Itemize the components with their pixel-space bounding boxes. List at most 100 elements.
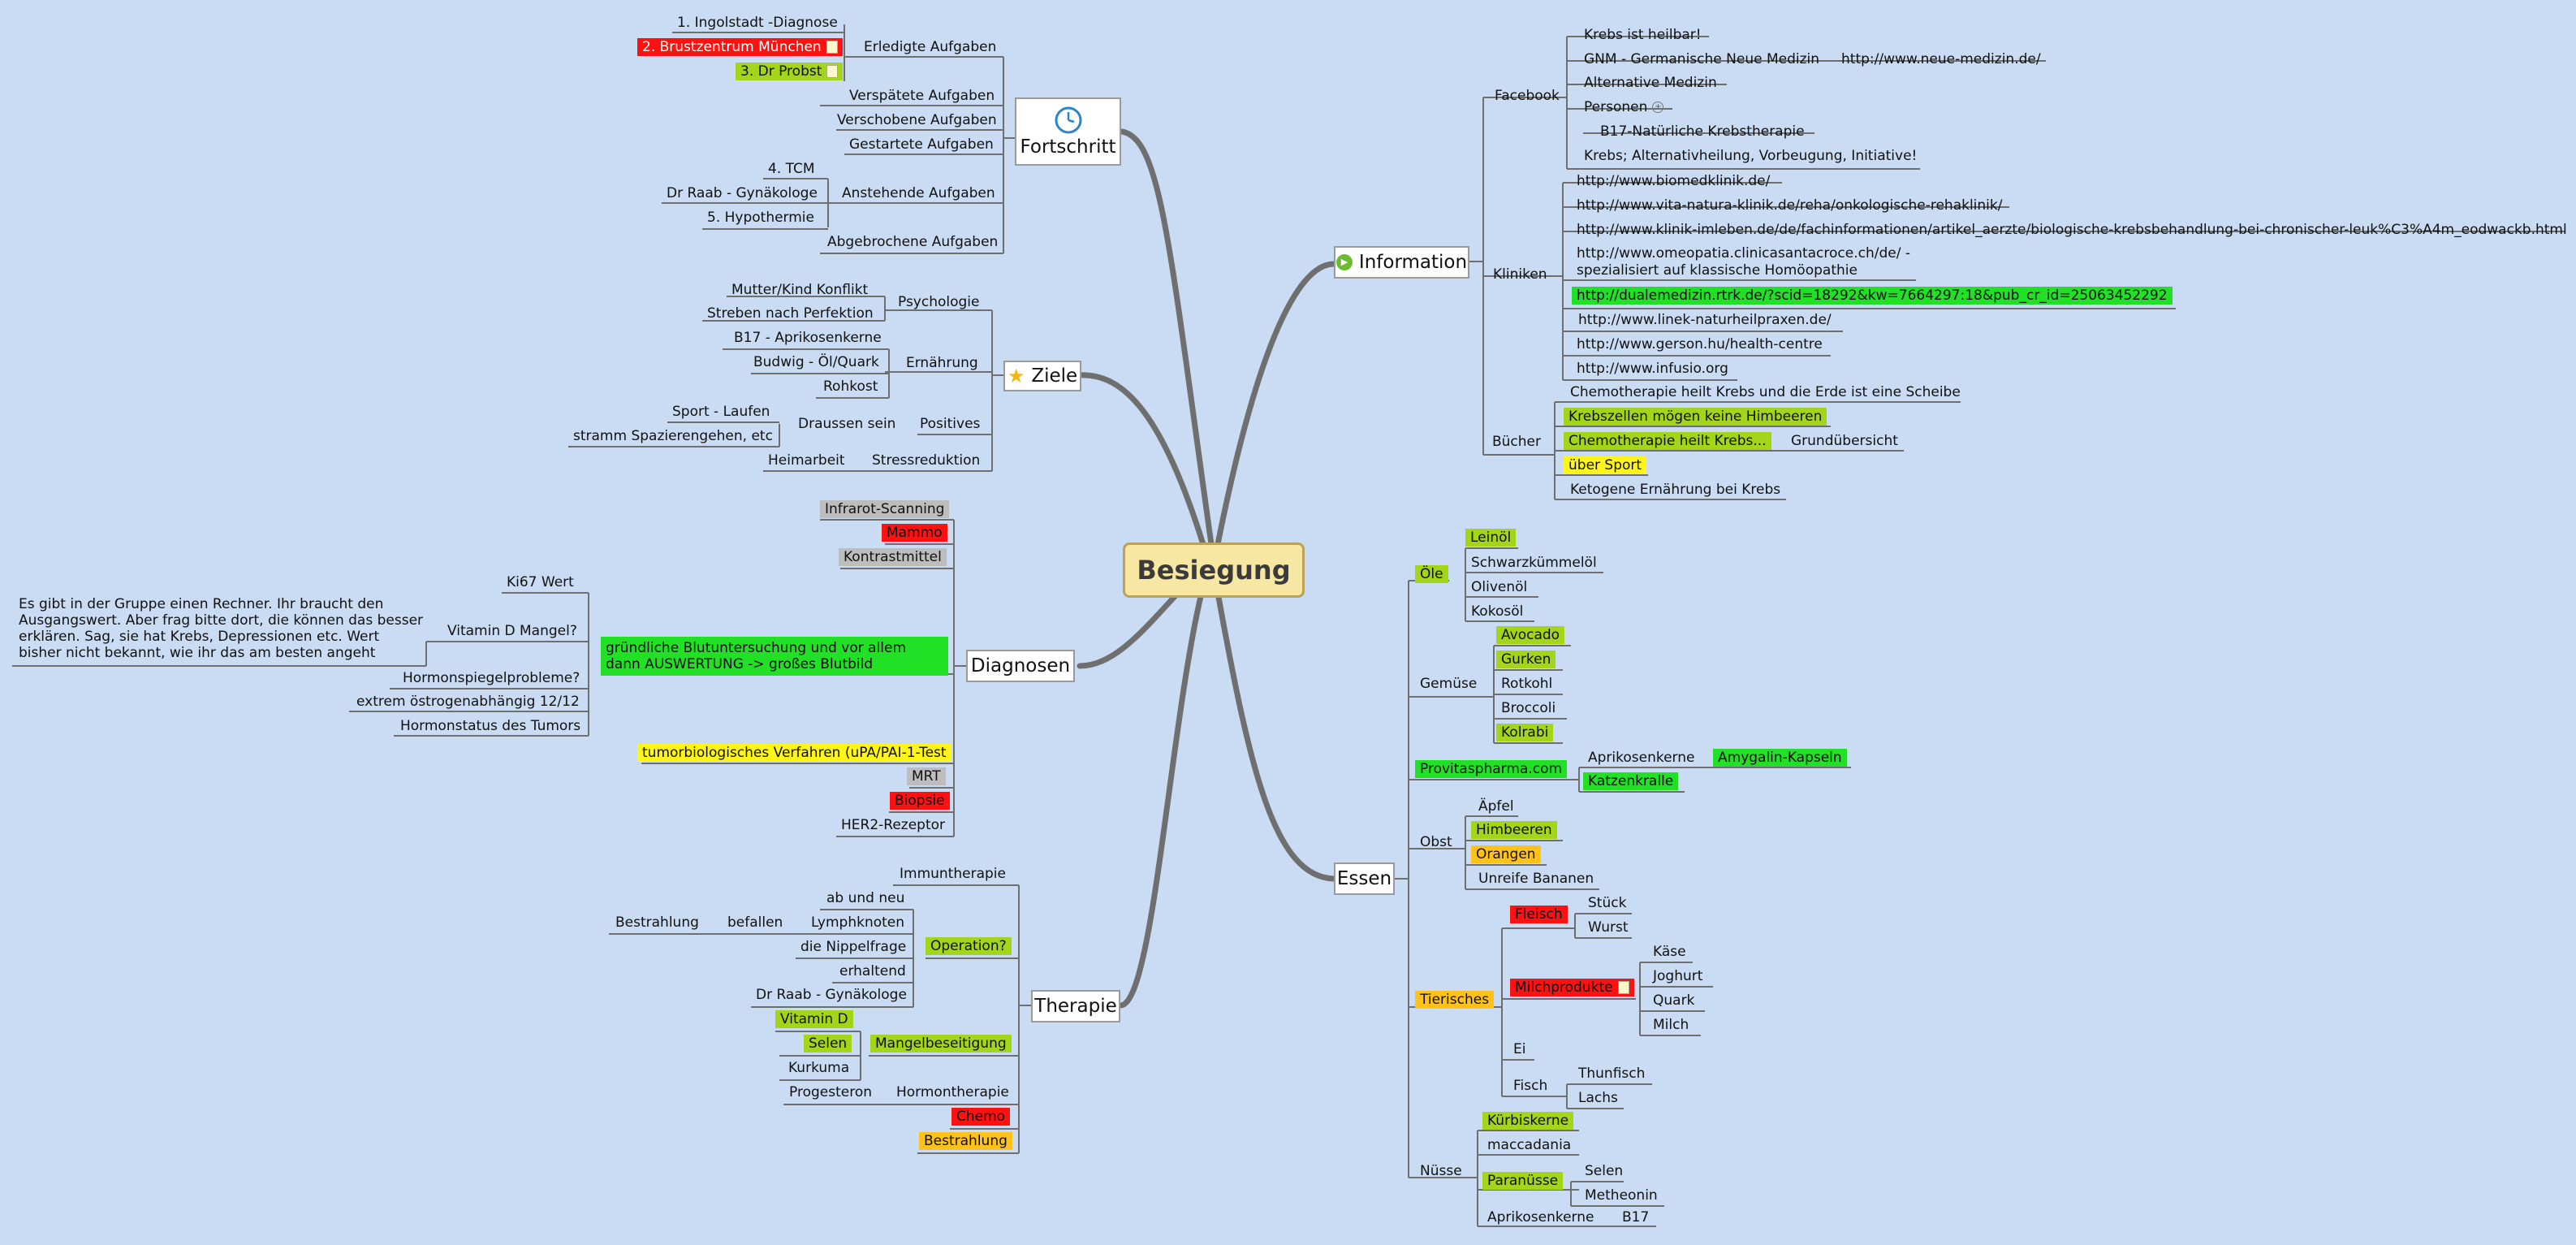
info-klinik-2[interactable]: http://www.vita-natura-klinik.de/reha/on… <box>1577 197 2003 214</box>
ziele-ernaehrung-2[interactable]: Budwig - Öl/Quark <box>753 354 879 370</box>
ziele-stress-1[interactable]: Heimarbeit <box>768 452 845 469</box>
essen-milch-3[interactable]: Quark <box>1653 992 1695 1009</box>
diagnosen-infrarot[interactable]: Infrarot-Scanning <box>820 500 950 518</box>
info-klinik-3[interactable]: http://www.klinik-imleben.de/de/fachinfo… <box>1577 222 2567 238</box>
therapie-hormon-1[interactable]: Progesteron <box>789 1084 872 1100</box>
essen-fleisch-1[interactable]: Stück <box>1588 895 1627 911</box>
info-buch-2[interactable]: Krebszellen mögen keine Himbeeren <box>1564 408 1827 426</box>
info-facebook[interactable]: Facebook <box>1495 88 1560 104</box>
fortschritt-abgebrochene[interactable]: Abgebrochene Aufgaben <box>827 234 999 250</box>
info-buch-3[interactable]: Chemotherapie heilt Krebs... <box>1564 432 1771 450</box>
essen-nuss-1[interactable]: Kürbiskerne <box>1482 1112 1574 1130</box>
therapie-mangel-2[interactable]: Selen <box>804 1035 852 1053</box>
fortschritt-anstehend-1[interactable]: 4. TCM <box>768 161 815 177</box>
essen-nuss-3b[interactable]: Metheonin <box>1585 1187 1658 1204</box>
therapie-operation-2a[interactable]: befallen <box>727 914 783 931</box>
ziele-psychologie-1[interactable]: Mutter/Kind Konflikt <box>731 282 869 298</box>
ziele-ernaehrung[interactable]: Ernährung <box>906 355 978 371</box>
essen-oel-1[interactable]: Leinöl <box>1465 529 1517 547</box>
topic-ziele[interactable]: ★ Ziele <box>1003 361 1081 391</box>
essen-obst-4[interactable]: Unreife Bananen <box>1478 871 1594 887</box>
essen-obst-1[interactable]: Äpfel <box>1478 798 1514 815</box>
essen-obst-2[interactable]: Himbeeren <box>1471 821 1557 839</box>
therapie-mangel-1[interactable]: Vitamin D <box>775 1010 853 1028</box>
essen-nuesse[interactable]: Nüsse <box>1420 1163 1462 1179</box>
essen-fisch[interactable]: Fisch <box>1513 1078 1548 1094</box>
info-klinik-7[interactable]: http://www.gerson.hu/health-centre <box>1577 336 1823 352</box>
fortschritt-item-2[interactable]: 2. Brustzentrum München <box>637 38 843 56</box>
essen-fisch-2[interactable]: Lachs <box>1578 1090 1618 1106</box>
essen-provita-2[interactable]: Katzenkralle <box>1583 772 1679 790</box>
essen-provita[interactable]: Provitaspharma.com <box>1415 760 1568 778</box>
ziele-psychologie[interactable]: Psychologie <box>898 294 980 310</box>
ziele-ernaehrung-3[interactable]: Rohkost <box>823 378 878 395</box>
therapie-bestrahlung[interactable]: Bestrahlung <box>919 1132 1012 1150</box>
essen-milch[interactable]: Milchprodukte <box>1510 979 1634 996</box>
root-topic[interactable]: Besiegung <box>1123 543 1305 598</box>
diagnosen-mrt[interactable]: MRT <box>907 767 946 785</box>
essen-gemuese[interactable]: Gemüse <box>1420 676 1478 692</box>
info-facebook-2-link[interactable]: http://www.neue-medizin.de/ <box>1841 51 2041 67</box>
info-facebook-4a[interactable]: B17-Natürliche Krebstherapie <box>1600 123 1805 140</box>
info-buch-5[interactable]: Ketogene Ernährung bei Krebs <box>1570 482 1781 498</box>
diagnosen-tumorbio[interactable]: tumorbiologisches Verfahren (uPA/PAI-1-T… <box>637 744 951 762</box>
info-facebook-4[interactable]: Personen+ <box>1579 98 1668 116</box>
essen-gemuese-5[interactable]: Kolrabi <box>1496 724 1554 741</box>
essen-fisch-1[interactable]: Thunfisch <box>1578 1066 1646 1082</box>
essen-provita-1[interactable]: Aprikosenkerne <box>1588 750 1695 766</box>
diagnosen-kontrast[interactable]: Kontrastmittel <box>839 548 947 566</box>
fortschritt-gestartete[interactable]: Gestartete Aufgaben <box>849 136 994 153</box>
info-facebook-2[interactable]: GNM - Germanische Neue Medizin <box>1584 51 1820 67</box>
fortschritt-anstehend-3[interactable]: 5. Hypothermie <box>707 210 814 226</box>
therapie-operation-5[interactable]: Dr Raab - Gynäkologe <box>756 987 907 1003</box>
diagnosen-hormonstatus[interactable]: Hormonstatus des Tumors <box>400 718 581 734</box>
info-facebook-1[interactable]: Krebs ist heilbar! <box>1584 27 1702 43</box>
essen-obst[interactable]: Obst <box>1420 834 1452 850</box>
essen-nuss-4[interactable]: Aprikosenkerne <box>1487 1209 1594 1226</box>
therapie-immun[interactable]: Immuntherapie <box>900 866 1006 882</box>
therapie-operation-1[interactable]: ab und neu <box>826 890 905 906</box>
essen-tierisches[interactable]: Tierisches <box>1415 991 1495 1009</box>
essen-oel-4[interactable]: Kokosöl <box>1471 603 1524 620</box>
essen-nuss-3a[interactable]: Selen <box>1585 1163 1624 1179</box>
ziele-draussen-1[interactable]: Sport - Laufen <box>672 404 770 420</box>
ziele-stress[interactable]: Stressreduktion <box>872 452 981 469</box>
essen-nuss-4a[interactable]: B17 <box>1622 1209 1650 1226</box>
essen-nuss-3[interactable]: Paranüsse <box>1482 1172 1564 1190</box>
ziele-positives[interactable]: Positives <box>920 416 981 432</box>
topic-diagnosen[interactable]: Diagnosen <box>966 650 1075 682</box>
info-buecher[interactable]: Bücher <box>1492 434 1542 450</box>
ziele-psychologie-2[interactable]: Streben nach Perfektion <box>707 305 874 322</box>
diagnosen-blutbild[interactable]: gründliche Blutuntersuchung und vor alle… <box>601 637 948 676</box>
info-facebook-3[interactable]: Alternative Medizin <box>1584 75 1717 91</box>
topic-therapie[interactable]: Therapie <box>1031 990 1120 1022</box>
fortschritt-verspaetete[interactable]: Verspätete Aufgaben <box>849 88 995 104</box>
diagnosen-her2[interactable]: HER2-Rezeptor <box>841 817 946 833</box>
info-klinik-5[interactable]: http://dualemedizin.rtrk.de/?scid=18292&… <box>1572 287 2173 305</box>
essen-oel-3[interactable]: Olivenöl <box>1471 579 1528 595</box>
essen-fleisch-2[interactable]: Wurst <box>1588 919 1629 936</box>
diagnosen-vitamin-d[interactable]: Vitamin D Mangel? <box>447 623 577 639</box>
diagnosen-mammo[interactable]: Mammo <box>882 524 947 542</box>
therapie-operation-4[interactable]: erhaltend <box>839 963 906 979</box>
expand-icon[interactable]: + <box>1652 102 1664 113</box>
fortschritt-item-3[interactable]: 3. Dr Probst <box>736 63 844 80</box>
info-klinik-8[interactable]: http://www.infusio.org <box>1577 361 1728 377</box>
therapie-operation-3[interactable]: die Nippelfrage <box>800 939 907 955</box>
essen-fleisch[interactable]: Fleisch <box>1510 906 1568 923</box>
fortschritt-anstehend-2[interactable]: Dr Raab - Gynäkologe <box>667 185 818 201</box>
topic-essen[interactable]: Essen <box>1334 862 1395 895</box>
essen-obst-3[interactable]: Orangen <box>1471 845 1541 863</box>
info-facebook-5[interactable]: Krebs; Alternativheilung, Vorbeugung, In… <box>1584 148 1918 164</box>
essen-milch-1[interactable]: Käse <box>1653 944 1686 960</box>
essen-provita-1a[interactable]: Amygalin-Kapseln <box>1713 749 1847 767</box>
topic-information[interactable]: ▶ Information <box>1334 246 1469 279</box>
fortschritt-item-1[interactable]: 1. Ingolstadt -Diagnose <box>677 15 838 31</box>
essen-milch-4[interactable]: Milch <box>1653 1017 1689 1033</box>
info-buch-4[interactable]: über Sport <box>1564 456 1647 474</box>
ziele-ernaehrung-1[interactable]: B17 - Aprikosenkerne <box>734 330 882 346</box>
therapie-operation-2b[interactable]: Bestrahlung <box>615 914 699 931</box>
essen-milch-2[interactable]: Joghurt <box>1653 968 1703 984</box>
ziele-draussen-2[interactable]: stramm Spazierengehen, etc <box>573 428 773 444</box>
info-klinik-1[interactable]: http://www.biomedklinik.de/ <box>1577 173 1771 189</box>
